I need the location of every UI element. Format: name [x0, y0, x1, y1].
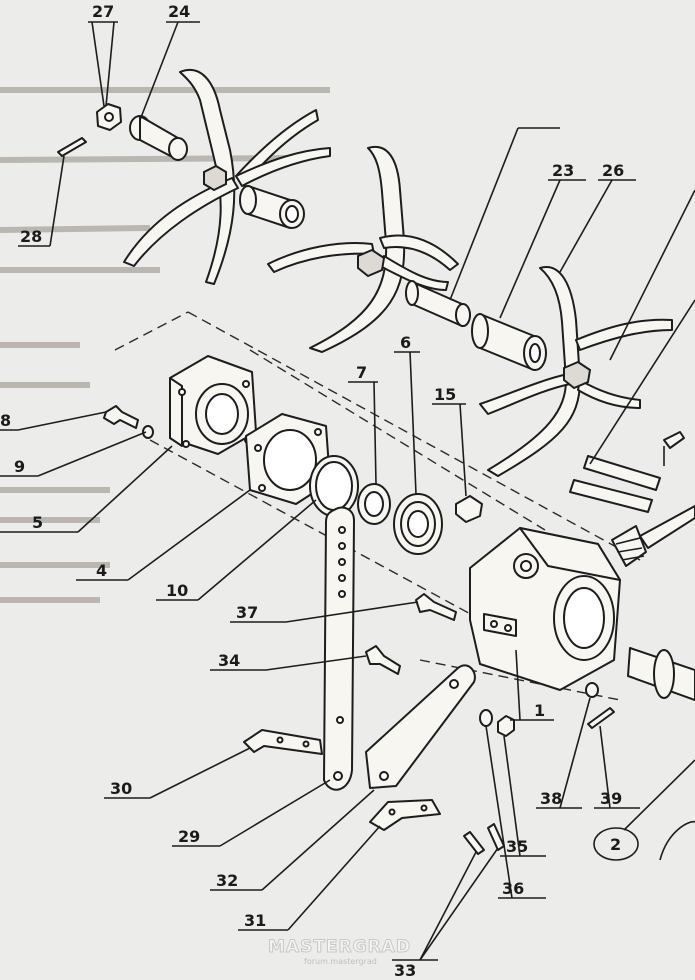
callout-29: 29	[178, 827, 200, 846]
callout-34: 34	[218, 651, 240, 670]
callout-6: 6	[400, 333, 411, 352]
bolt-33a	[463, 831, 485, 855]
bracket-31	[369, 799, 441, 831]
callout-9: 9	[14, 457, 25, 476]
callout-36: 36	[502, 879, 524, 898]
tine-assembly	[57, 69, 673, 477]
part-2-outline	[593, 827, 639, 861]
callout-24: 24	[168, 2, 190, 21]
callout-33: 33	[394, 961, 416, 980]
cotter-pin-28	[57, 137, 87, 157]
gearbox-housing	[469, 431, 695, 701]
callout-10: 10	[166, 581, 188, 600]
callout-4: 4	[96, 561, 107, 580]
callout-2: 2	[610, 835, 621, 854]
callout-39: 39	[600, 789, 622, 808]
plug-15	[455, 495, 483, 523]
callout-1: 1	[534, 701, 545, 720]
bolt-8	[103, 405, 139, 429]
callout-28: 28	[20, 227, 42, 246]
clamp-plate	[583, 455, 661, 491]
bracket-30	[243, 729, 323, 755]
tine-blade-left	[179, 69, 236, 285]
callout-8: 8	[0, 411, 11, 430]
callout-7: 7	[356, 363, 367, 382]
washer-9	[142, 425, 154, 439]
nut-35	[497, 715, 515, 737]
watermark-text: MASTERGRAD	[268, 937, 411, 957]
bracket-plate-32	[365, 664, 476, 789]
hitch-assembly	[243, 506, 695, 861]
watermark-subtext: forum.mastergrad	[304, 957, 377, 966]
washer-38	[585, 682, 599, 698]
callout-27: 27	[92, 2, 114, 21]
callout-15: 15	[434, 385, 456, 404]
bevel-gear	[611, 525, 647, 567]
callout-23: 23	[552, 161, 574, 180]
background-bleed-lines	[0, 87, 330, 603]
tine-blade-middle	[309, 145, 406, 353]
callout-38: 38	[540, 789, 562, 808]
leader-lines	[0, 21, 695, 961]
callout-30: 30	[110, 779, 132, 798]
callout-35: 35	[506, 837, 528, 856]
watermark: MASTERGRAD forum.mastergrad	[268, 937, 411, 967]
tine-blade-right	[487, 266, 581, 477]
callout-labels: 27 24 28 23 26 8 9 5 4 10 7 6 15 37 34 1…	[0, 2, 624, 980]
callout-5: 5	[32, 513, 43, 532]
callout-32: 32	[216, 871, 238, 890]
washer-36	[479, 709, 493, 727]
cover-assembly	[103, 355, 483, 555]
callout-26: 26	[602, 161, 624, 180]
pin-39	[587, 707, 615, 729]
bolt-34	[365, 645, 401, 675]
callout-31: 31	[244, 911, 266, 930]
callout-37: 37	[236, 603, 258, 622]
bolt-37	[415, 593, 457, 621]
adjust-bar-29	[323, 506, 355, 791]
